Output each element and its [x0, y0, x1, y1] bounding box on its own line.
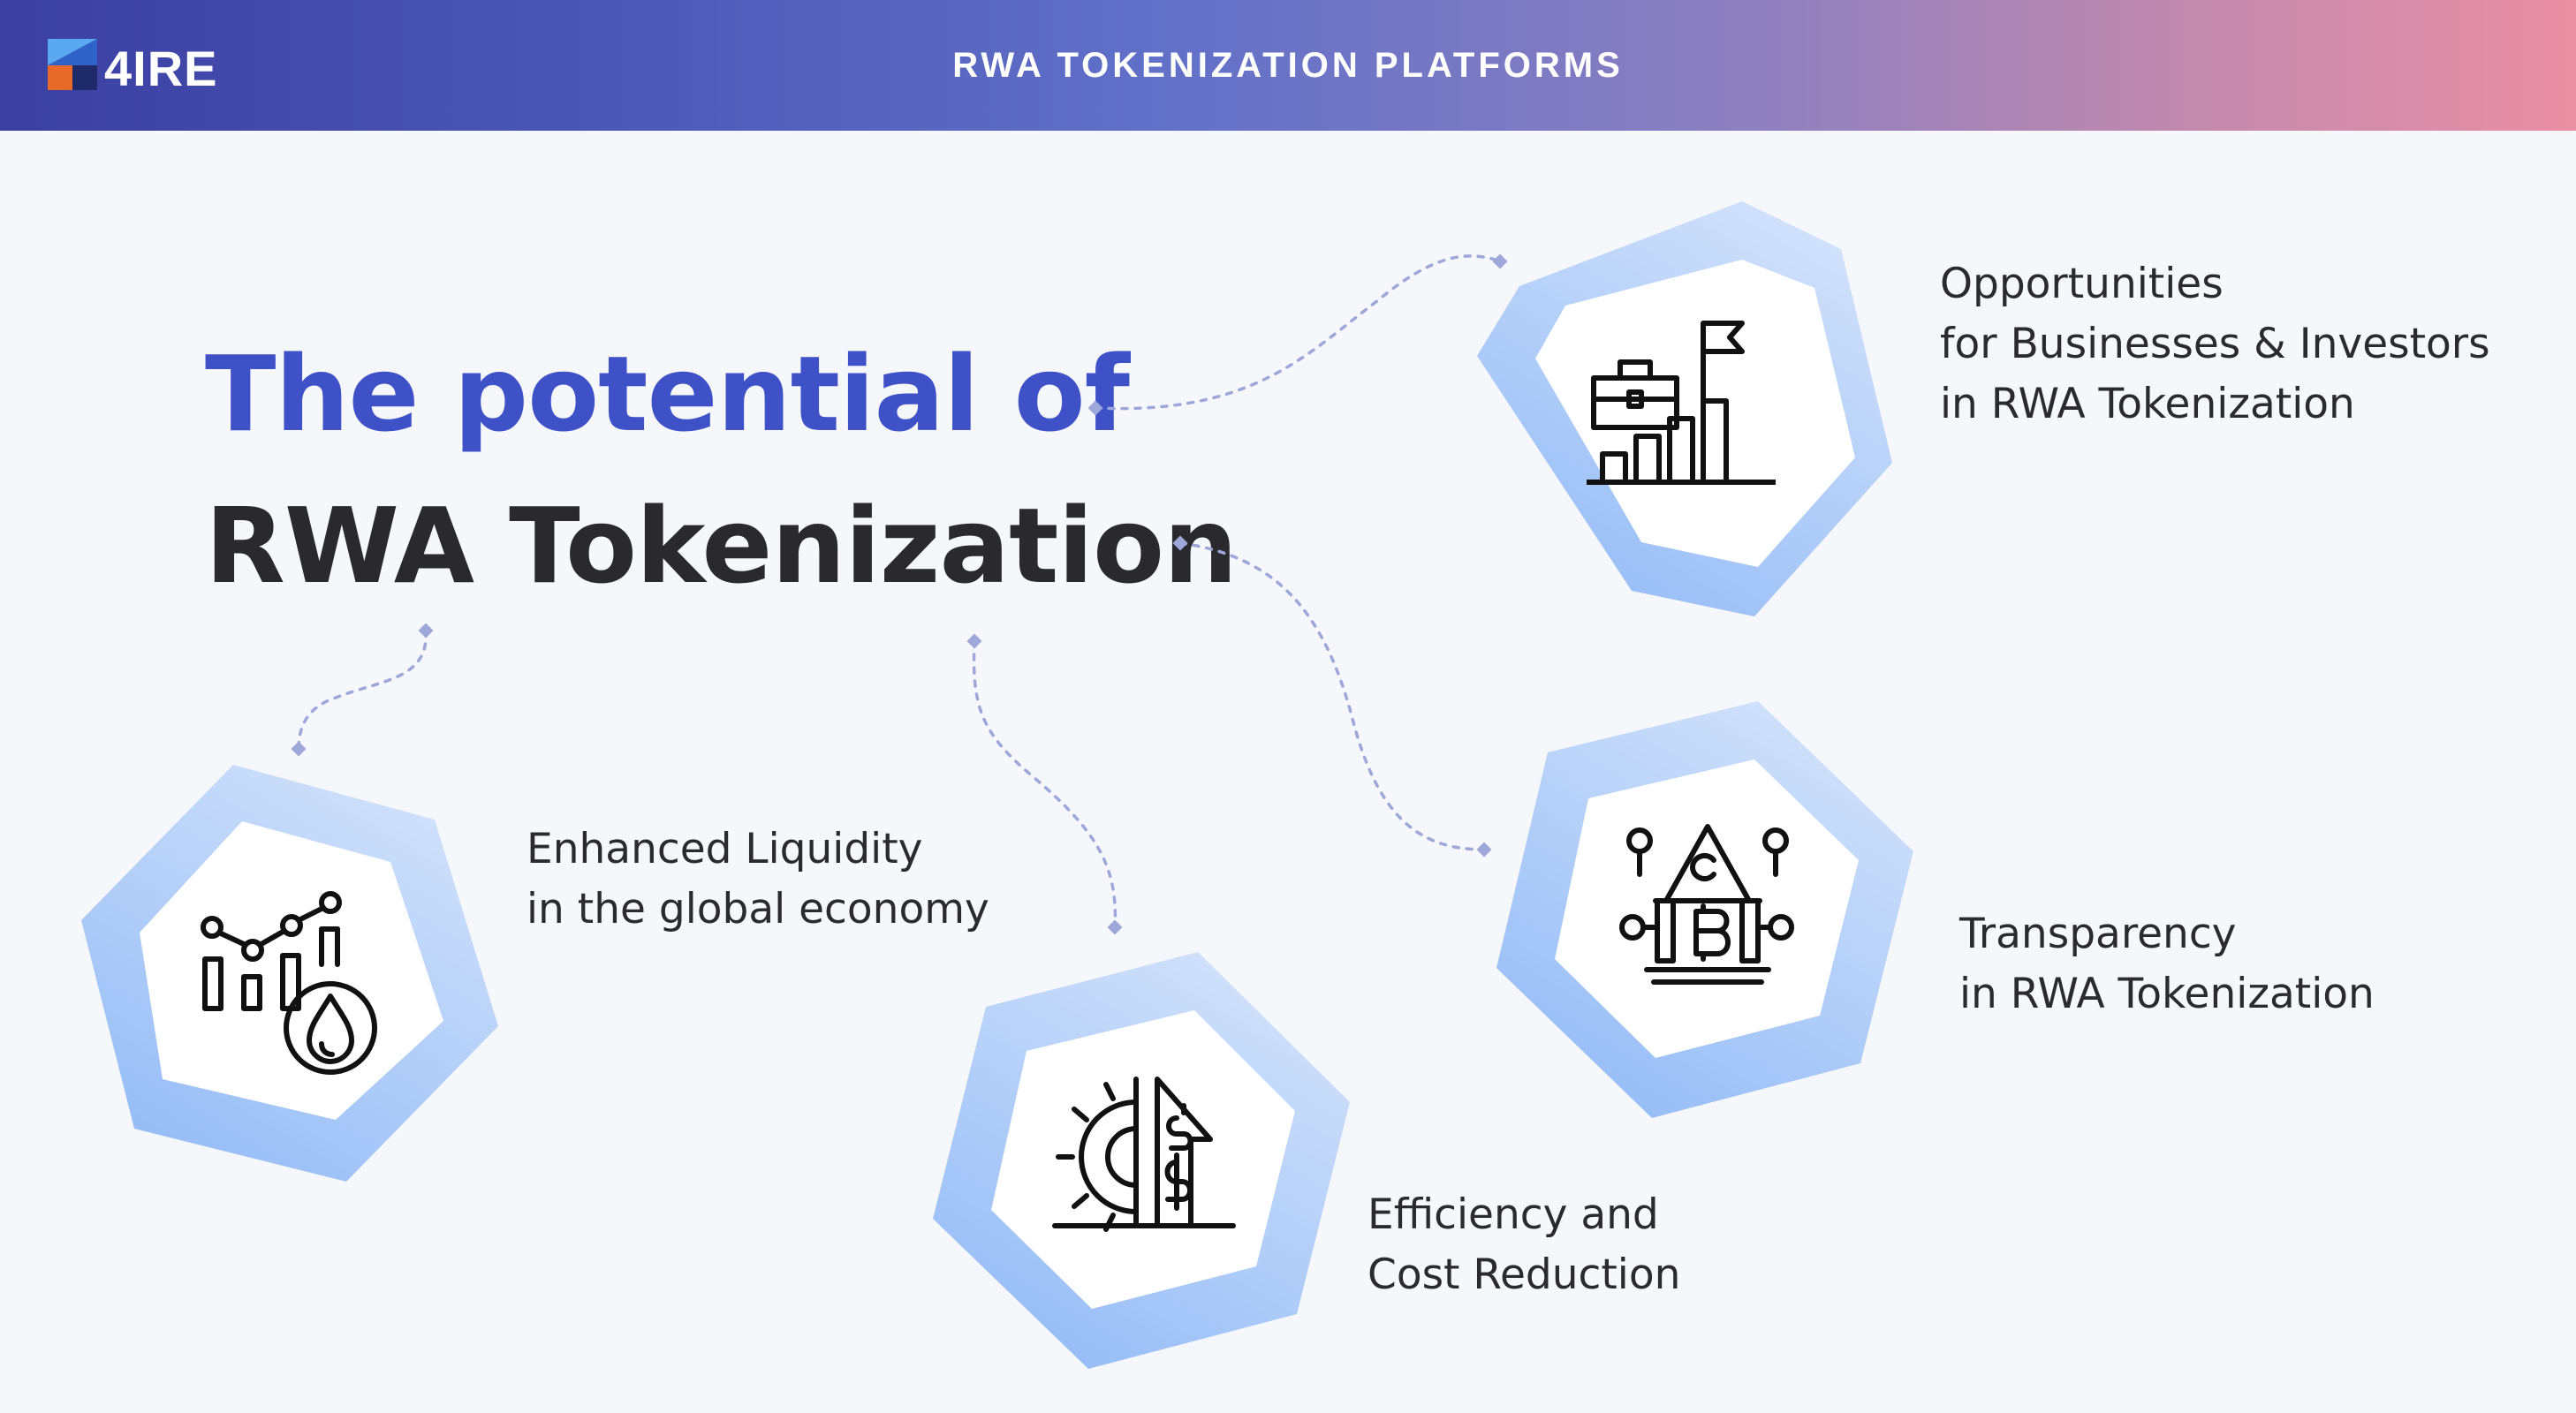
- hexagon-efficiency: [933, 952, 1350, 1369]
- gear-dollar-arrow-icon: [1052, 1077, 1236, 1232]
- headline-line-1: The potential of: [205, 333, 1130, 455]
- chart-briefcase-flag-icon: [1587, 321, 1776, 485]
- header-bar: 4IRE RWA TOKENIZATION PLATFORMS: [0, 0, 2576, 131]
- caption-line: in the global economy: [527, 885, 989, 933]
- caption-line: in RWA Tokenization: [1959, 970, 2375, 1018]
- connector-dot: [966, 633, 982, 649]
- connector-to-transparency: [1178, 541, 1486, 851]
- page-headline: The potential of RWA Tokenization: [205, 318, 1238, 622]
- connector-to-opportunities: [1094, 254, 1502, 411]
- caption-line: Transparency: [1959, 910, 2237, 958]
- crypto-building-icon: [1619, 824, 1794, 985]
- logo-text: 4IRE: [104, 41, 218, 96]
- hexagon-opportunities: [1477, 201, 1892, 616]
- caption-line: for Businesses & Investors: [1940, 320, 2490, 368]
- connector-to-efficiency: [972, 639, 1118, 929]
- connector-dot: [1172, 535, 1188, 551]
- company-logo-icon: [48, 39, 97, 90]
- header-title: RWA TOKENIZATION PLATFORMS: [952, 46, 1624, 85]
- caption-opportunities: Opportunities for Businesses & Investors…: [1940, 254, 2490, 434]
- connector-dot: [1107, 919, 1123, 935]
- caption-line: Efficiency and: [1368, 1190, 1659, 1239]
- caption-line: Opportunities: [1940, 260, 2224, 308]
- connector-dot: [291, 741, 307, 757]
- caption-transparency: Transparency in RWA Tokenization: [1959, 904, 2375, 1024]
- connector-dot: [418, 623, 434, 638]
- caption-line: in RWA Tokenization: [1940, 380, 2355, 428]
- caption-line: Enhanced Liquidity: [527, 825, 923, 873]
- connector-to-liquidity: [297, 629, 428, 751]
- hexagon-liquidity: [81, 765, 498, 1182]
- connector-dot: [1087, 400, 1103, 416]
- caption-line: Cost Reduction: [1368, 1251, 1681, 1299]
- headline-line-2: RWA Tokenization: [205, 485, 1238, 607]
- chart-oil-drop-icon: [201, 891, 377, 1075]
- caption-liquidity: Enhanced Liquidity in the global economy: [527, 820, 989, 940]
- caption-efficiency: Efficiency and Cost Reduction: [1368, 1185, 1680, 1305]
- connector-dot: [1476, 842, 1492, 858]
